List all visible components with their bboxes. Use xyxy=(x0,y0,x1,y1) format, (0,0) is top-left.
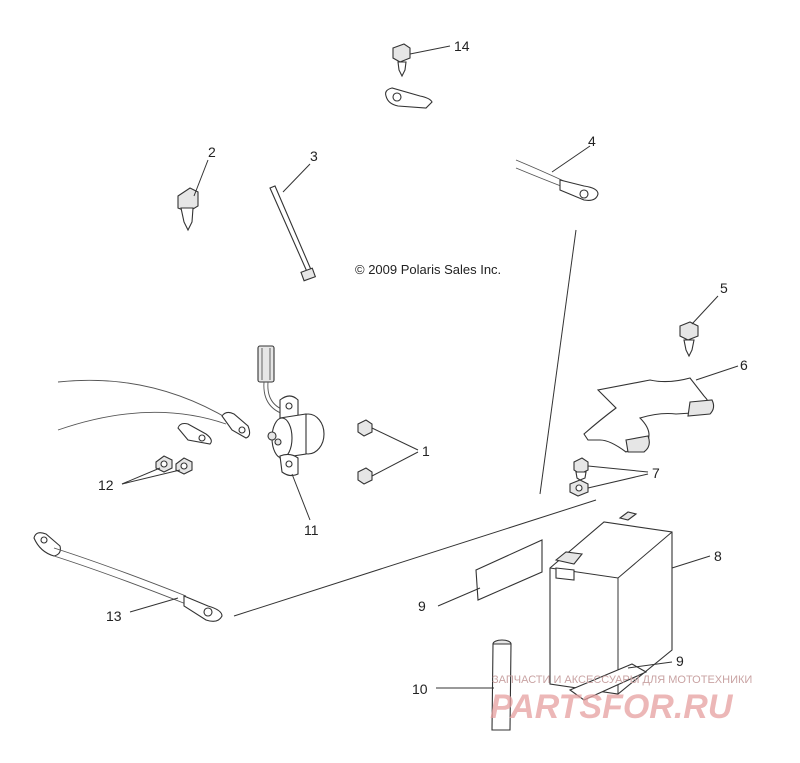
part-1-screws xyxy=(357,419,419,485)
callout-6: 6 xyxy=(740,357,748,373)
callout-14: 14 xyxy=(454,38,470,54)
callout-12: 12 xyxy=(98,477,114,493)
part-6-bracket xyxy=(583,365,739,453)
callout-10: 10 xyxy=(412,681,428,697)
callout-3: 3 xyxy=(310,148,318,164)
part-14-bolt-and-terminal xyxy=(385,43,451,109)
part-12-nuts xyxy=(121,455,193,485)
callout-13: 13 xyxy=(106,608,122,624)
callout-11: 11 xyxy=(304,522,319,538)
part-13-cable xyxy=(33,532,223,622)
watermark-tagline: ЗАПЧАСТИ И АКСЕССУАРЫ ДЛЯ МОТОТЕХНИКИ xyxy=(492,674,752,686)
part-2-push-clip xyxy=(177,159,209,232)
part-9-label-b xyxy=(568,661,673,701)
callout-7: 7 xyxy=(652,465,660,481)
part-5-bolt xyxy=(679,295,719,358)
callout-9-left: 9 xyxy=(418,598,426,614)
part-8-battery xyxy=(549,511,711,695)
routing-line-cable-13 xyxy=(233,499,597,617)
part-10-vent-tube xyxy=(436,639,512,731)
copyright-text: © 2009 Polaris Sales Inc. xyxy=(355,262,501,277)
callout-2: 2 xyxy=(208,144,216,160)
part-4-cable xyxy=(515,145,599,201)
callout-1: 1 xyxy=(422,443,430,459)
callout-5: 5 xyxy=(720,280,728,296)
routing-line-cable-4 xyxy=(539,229,577,495)
part-7-screw-and-nut xyxy=(569,457,649,497)
part-9-label-a xyxy=(437,539,543,607)
callout-9-right: 9 xyxy=(676,653,684,669)
watermark-logo: PARTSFOR.RU xyxy=(490,688,734,726)
part-3-cable-tie xyxy=(269,163,317,282)
callout-4: 4 xyxy=(588,133,596,149)
part-11-solenoid xyxy=(257,345,325,521)
callout-8: 8 xyxy=(714,548,722,564)
left-cables xyxy=(57,379,251,445)
